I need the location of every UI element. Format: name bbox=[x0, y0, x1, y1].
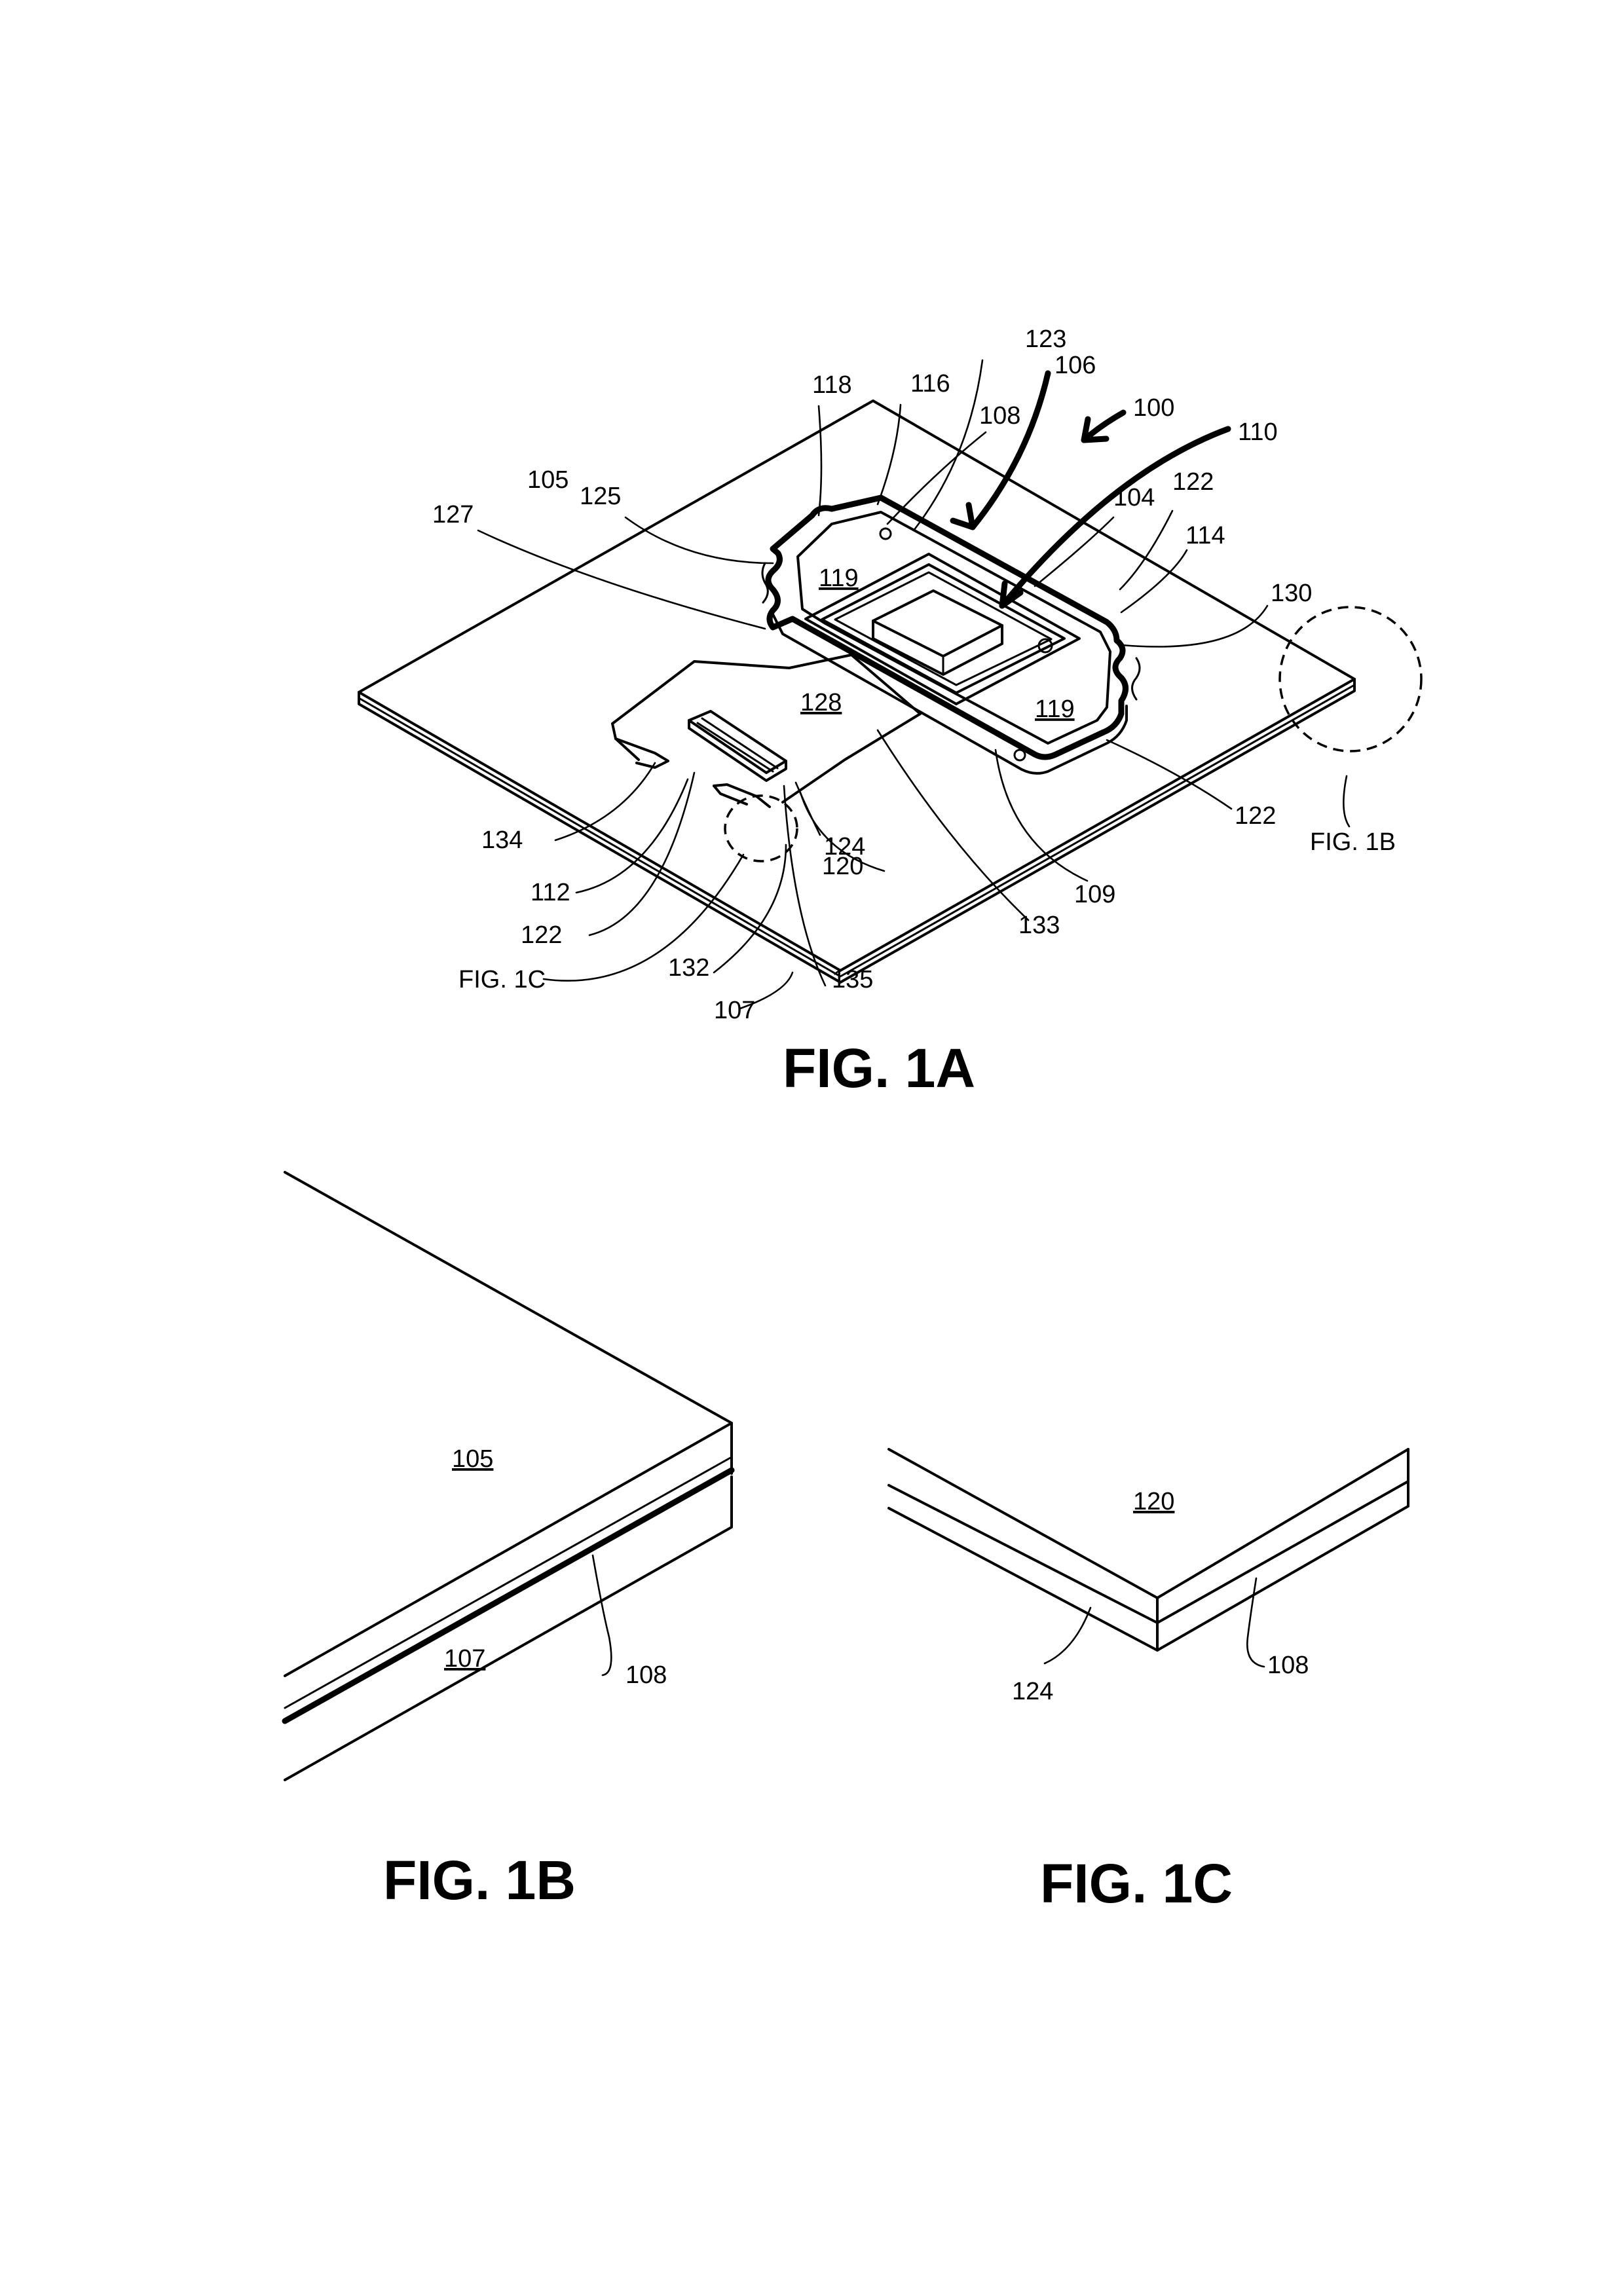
label-133: 133 bbox=[1018, 912, 1060, 939]
label-127: 127 bbox=[432, 501, 474, 528]
label-125: 125 bbox=[580, 483, 621, 510]
figure-1c: 120 124 108 FIG. 1C bbox=[887, 1448, 1409, 1914]
label-118: 118 bbox=[812, 371, 852, 399]
fig-1b-label-107: 107 bbox=[444, 1645, 485, 1673]
label-128: 128 bbox=[800, 689, 842, 716]
caption-fig-1c: FIG. 1C bbox=[1040, 1853, 1233, 1914]
label-116: 116 bbox=[910, 370, 950, 398]
label-122-right: 122 bbox=[1235, 802, 1276, 830]
label-107: 107 bbox=[714, 997, 755, 1024]
fig-1c-label-120: 120 bbox=[1133, 1488, 1174, 1515]
board-connector bbox=[688, 710, 787, 782]
label-100: 100 bbox=[1133, 394, 1174, 422]
fig-1b-label-105: 105 bbox=[452, 1445, 493, 1473]
label-fig-1c-ref: FIG. 1C bbox=[458, 966, 546, 993]
label-106: 106 bbox=[1054, 352, 1096, 379]
label-122-left: 122 bbox=[521, 921, 562, 949]
fig-1c-label-108: 108 bbox=[1267, 1652, 1309, 1679]
fig-1c-label-124: 124 bbox=[1012, 1678, 1053, 1705]
leader-lines bbox=[477, 359, 1351, 1010]
fig-1a-reference-labels: 123 106 100 118 116 108 110 105 125 127 … bbox=[432, 325, 1396, 1024]
label-104: 104 bbox=[1113, 484, 1155, 511]
detail-circle-1c bbox=[724, 794, 798, 862]
figure-1a: 123 106 100 118 116 108 110 105 125 127 … bbox=[358, 325, 1423, 1099]
label-122-top: 122 bbox=[1172, 468, 1214, 496]
caption-fig-1a: FIG. 1A bbox=[783, 1037, 975, 1099]
fig-1b-label-108: 108 bbox=[625, 1661, 667, 1689]
label-124: 124 bbox=[824, 833, 865, 861]
caption-fig-1b: FIG. 1B bbox=[383, 1849, 576, 1911]
flex-circuit-tail bbox=[611, 654, 922, 808]
sensor-die bbox=[872, 589, 1003, 676]
label-130: 130 bbox=[1271, 580, 1312, 607]
figure-1b: 105 107 108 FIG. 1B bbox=[282, 1171, 735, 1911]
substrate-plate bbox=[358, 399, 1356, 984]
label-109: 109 bbox=[1074, 881, 1115, 908]
stiffener-frame bbox=[761, 494, 1141, 775]
detail-circle-1b bbox=[1278, 606, 1423, 752]
fig-1b-leader-108 bbox=[591, 1554, 612, 1676]
label-119-right: 119 bbox=[1035, 695, 1075, 723]
label-119-left: 119 bbox=[819, 565, 859, 592]
label-134: 134 bbox=[481, 826, 523, 854]
label-112: 112 bbox=[531, 879, 570, 906]
sensor-window bbox=[804, 553, 1081, 705]
label-fig-1b-ref: FIG. 1B bbox=[1310, 828, 1396, 856]
fig-1b-layers bbox=[282, 1171, 735, 1781]
fig-1c-leader-124 bbox=[1043, 1606, 1092, 1665]
label-135: 135 bbox=[832, 966, 873, 993]
label-114: 114 bbox=[1185, 522, 1225, 549]
fig-1c-layers bbox=[887, 1448, 1409, 1652]
label-105: 105 bbox=[527, 466, 569, 494]
label-123: 123 bbox=[1025, 325, 1066, 353]
detail-callouts bbox=[724, 606, 1423, 862]
label-110: 110 bbox=[1238, 418, 1278, 446]
fig-1c-leader-108 bbox=[1246, 1577, 1265, 1668]
carrier-body bbox=[796, 511, 1111, 762]
label-108: 108 bbox=[979, 402, 1020, 430]
label-132: 132 bbox=[668, 954, 709, 982]
label-120: 120 bbox=[822, 853, 863, 880]
